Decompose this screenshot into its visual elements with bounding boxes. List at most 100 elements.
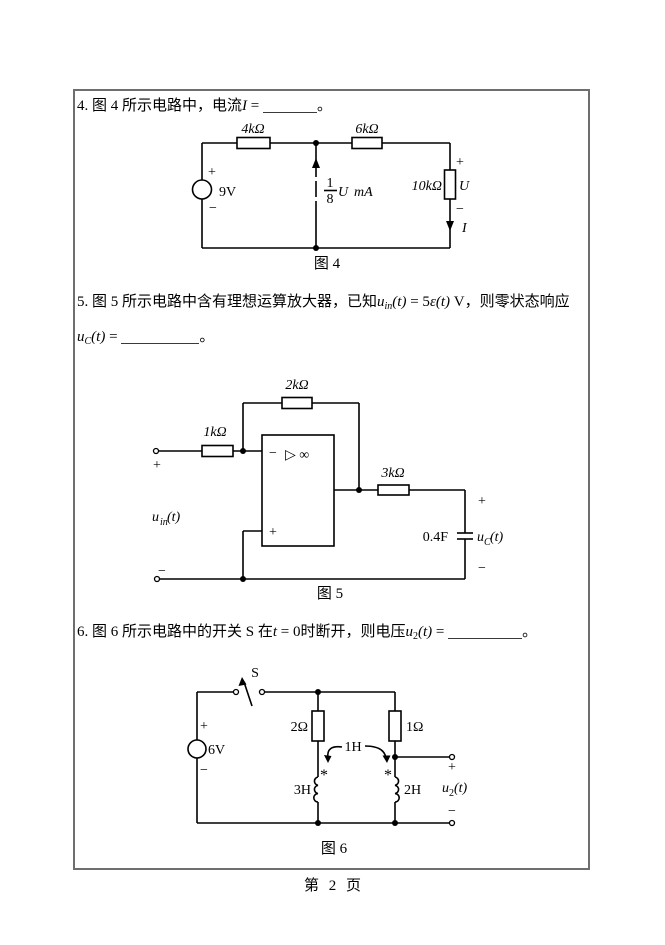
uin-var: u xyxy=(152,510,159,525)
q6-u2-sub: 2 xyxy=(413,631,418,642)
frac-den: 8 xyxy=(327,192,334,207)
input-minus: − xyxy=(158,564,166,579)
capacitor-04f xyxy=(457,532,473,540)
switch-label: S xyxy=(251,666,259,681)
output-terminal-bottom xyxy=(448,819,456,827)
output-plus: + xyxy=(478,494,486,509)
uin-sub: in xyxy=(160,517,168,528)
uc-sub: C xyxy=(484,537,491,548)
v-plus: + xyxy=(456,155,464,170)
switch-arrow-icon xyxy=(238,677,247,686)
page-border xyxy=(73,89,590,870)
q5-eq: = 5 xyxy=(406,294,430,310)
output-minus: − xyxy=(448,804,456,819)
page-number: 第 2 页 xyxy=(303,878,361,894)
output-plus: + xyxy=(448,760,456,775)
u2-t: (t) xyxy=(454,781,468,796)
dep-unit: mA xyxy=(354,185,373,200)
voltage-source-6v xyxy=(187,739,207,759)
q6-answer-blank xyxy=(448,634,523,639)
inductor-2h xyxy=(394,776,400,803)
node-dot xyxy=(313,245,319,251)
q6-mid: 时断开，则电压 xyxy=(300,624,406,640)
output-minus: − xyxy=(478,561,486,576)
q5-text: 5. 图 5 所示电路中含有理想运算放大器，已知 xyxy=(77,294,378,310)
opamp-noninverting-input: + xyxy=(269,525,277,540)
up-arrow-icon xyxy=(312,158,320,168)
opamp-ideal-symbol: ▷ ∞ xyxy=(285,448,309,463)
q5-unit: V xyxy=(450,294,465,310)
q5-uc-u: u xyxy=(77,329,85,345)
label-4k: 4kΩ xyxy=(241,122,264,137)
dep-var-u: U xyxy=(338,185,349,200)
frac-num: 1 xyxy=(327,176,334,191)
fig5-caption: 图 5 xyxy=(317,585,343,602)
question-4: 4. 图 4 所示电路中，电流I = 。 xyxy=(77,96,332,116)
node-dot xyxy=(356,487,362,493)
figure-5-circuit: 1kΩ 2kΩ 3kΩ − ▷ ∞ + + − u in (t) 0.4F u … xyxy=(152,378,504,602)
label-2ohm: 2Ω xyxy=(291,720,308,735)
node-dot xyxy=(392,754,398,760)
figure-4-circuit: 4kΩ 6kΩ + 9V − 1 8 U mA + 10kΩ U − I 图 4 xyxy=(191,122,470,272)
dependent-current-source xyxy=(307,158,325,200)
figure-6-circuit: S + 6V − 2Ω 1Ω 3H 2H 1H * * + u 2 (t) − … xyxy=(187,666,468,857)
label-1k: 1kΩ xyxy=(203,425,226,440)
question-5-line1: 5. 图 5 所示电路中含有理想运算放大器，已知uin(t) = 5ε(t) V… xyxy=(77,292,570,317)
label-6k: 6kΩ xyxy=(355,122,378,137)
fig4-caption: 图 4 xyxy=(314,255,341,272)
q6-t1: (t) xyxy=(418,624,433,640)
q4-period: 。 xyxy=(316,98,332,114)
q5-t3: (t) xyxy=(91,329,106,345)
input-plus: + xyxy=(153,458,161,473)
resistor-2k xyxy=(281,396,313,410)
fig6-wires xyxy=(196,691,450,824)
uc-var: u xyxy=(477,530,484,545)
q6-eq0: = 0 xyxy=(277,624,301,640)
q5-period: 。 xyxy=(199,329,215,345)
v-var-u: U xyxy=(459,179,470,194)
label-10k: 10kΩ xyxy=(412,179,442,194)
q5-uin-u: u xyxy=(377,294,385,310)
u2-sub: 2 xyxy=(449,788,454,799)
q5-eq2: = xyxy=(105,329,122,345)
uin-t: (t) xyxy=(167,510,181,525)
dot-marker-left: * xyxy=(320,767,328,784)
src-plus: + xyxy=(200,719,208,734)
question-6: 6. 图 6 所示电路中的开关 S 在t = 0时断开，则电压u2(t) = 。 xyxy=(77,622,537,647)
node-dot xyxy=(240,576,246,582)
q6-t-var: t xyxy=(272,624,278,640)
node-dot xyxy=(315,689,321,695)
q4-var-i: I xyxy=(242,98,248,114)
label-mutual-1h: 1H xyxy=(344,740,361,755)
node-dot xyxy=(313,140,319,146)
resistor-6k xyxy=(351,136,383,150)
q6-u2-u: u xyxy=(405,624,414,640)
label-capacitance: 0.4F xyxy=(423,530,449,545)
u2-var: u xyxy=(442,781,449,796)
node-dot xyxy=(392,820,398,826)
q4-equals: = xyxy=(247,98,263,114)
opamp-inverting-input: − xyxy=(269,446,277,461)
q5-answer-blank xyxy=(121,339,200,344)
i-var: I xyxy=(461,221,468,236)
resistor-1ohm xyxy=(388,710,402,742)
v-minus: − xyxy=(456,202,464,217)
node-dot xyxy=(240,448,246,454)
input-terminal-bottom xyxy=(153,575,161,583)
resistor-1k xyxy=(201,444,234,458)
src-minus: − xyxy=(200,763,208,778)
label-3h: 3H xyxy=(294,783,311,798)
label-2k: 2kΩ xyxy=(285,378,308,393)
q6-period: 。 xyxy=(522,624,538,640)
src-minus: − xyxy=(209,201,217,216)
label-3k: 3kΩ xyxy=(380,466,404,481)
q5-t1: (t) xyxy=(392,294,407,310)
input-terminal-top xyxy=(152,447,160,455)
q5-uc-sub: C xyxy=(84,336,92,347)
label-2h: 2H xyxy=(404,783,421,798)
q5-post: ，则零状态响应 xyxy=(464,294,570,310)
q5-t2: (t) xyxy=(435,294,451,310)
label-9v: 9V xyxy=(219,185,236,200)
output-terminal-top xyxy=(448,753,456,761)
